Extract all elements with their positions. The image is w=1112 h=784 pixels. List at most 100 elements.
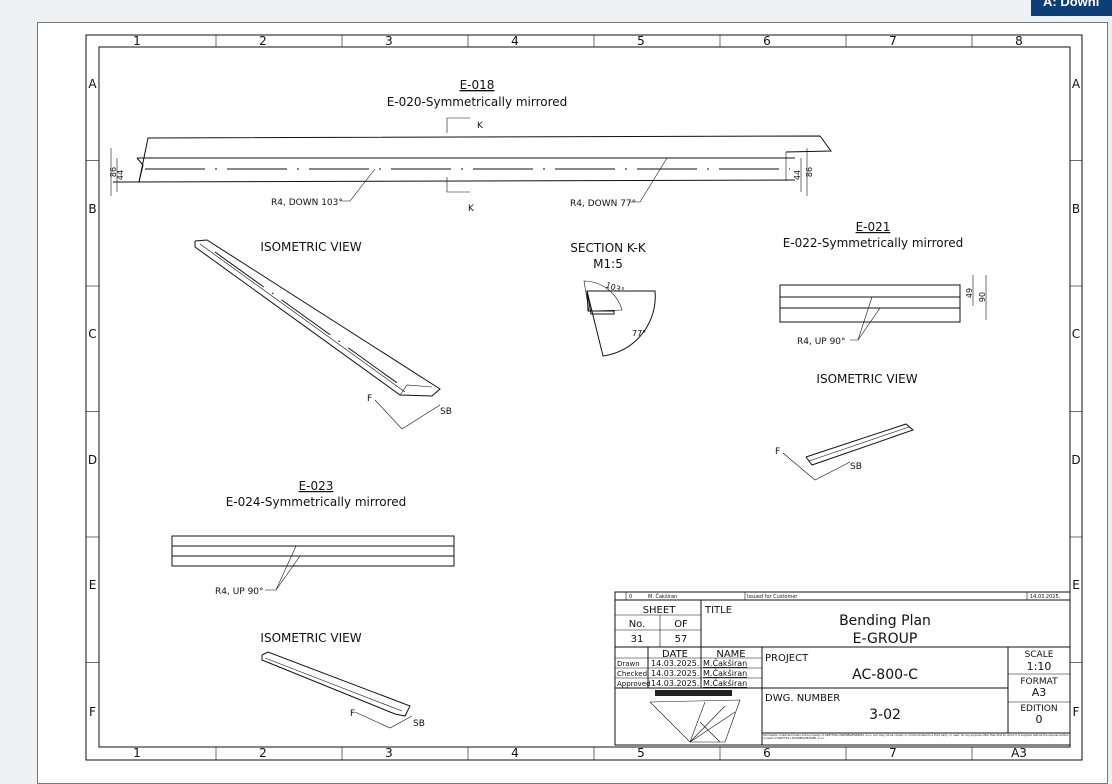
- company-logo: [649, 690, 741, 743]
- drawing-line: [630, 157, 668, 203]
- section-mark-top: K: [477, 121, 484, 131]
- zone-column-label: 4: [511, 34, 519, 48]
- drawing-title: Bending Plan: [839, 613, 931, 629]
- drawing-label: PROJECT: [765, 653, 809, 664]
- view-subtitle: E-024-Symmetrically mirrored: [226, 495, 407, 509]
- drawing-label: SCALE: [1025, 650, 1054, 660]
- zone-column-label: 6: [763, 746, 771, 760]
- view-subtitle: E-020-Symmetrically mirrored: [387, 95, 568, 109]
- drawing-line: [374, 399, 441, 430]
- zone-row-label: B: [1072, 202, 1080, 216]
- drawing-line: [689, 711, 736, 743]
- drawing-label: No.: [629, 619, 646, 630]
- drawing-line: [399, 384, 433, 396]
- drawing-line: [261, 651, 411, 717]
- title-block: 0 M. Čakširan Issued for Customer 14.03.…: [614, 591, 1071, 746]
- drawing-label: 0: [629, 594, 632, 600]
- isometric-view-2: ISOMETRIC VIEW F SB: [775, 372, 918, 481]
- drawing-label: 103°: [604, 280, 625, 295]
- drawing-line: [214, 251, 401, 386]
- drawing-line: [340, 168, 376, 202]
- drawing-line: [782, 452, 851, 481]
- signoff-role: Approved: [617, 680, 651, 688]
- signoff-name: M.Čakširan: [703, 667, 747, 678]
- sheet-total: 57: [675, 634, 688, 645]
- zone-column-label: 7: [889, 34, 897, 48]
- download-button[interactable]: A: Downl: [1031, 0, 1112, 16]
- drawing-line: [586, 290, 615, 315]
- drawing-label: 49: [965, 288, 974, 298]
- drawing-line: [805, 423, 914, 466]
- view-title: E-023: [299, 479, 334, 493]
- zone-row-label: C: [88, 327, 96, 341]
- project-number: AC-800-C: [852, 667, 918, 683]
- zone-column-label: 5: [637, 746, 645, 760]
- drawing-line: [275, 555, 301, 591]
- view-title: ISOMETRIC VIEW: [260, 240, 361, 254]
- drawing-frame: [85, 34, 1083, 761]
- sheet-number: 31: [631, 634, 644, 645]
- drawing-line: [689, 705, 726, 743]
- drawing-line: [779, 284, 961, 323]
- drawing-line: [583, 280, 623, 312]
- zone-column-label: 1: [133, 34, 141, 48]
- drawing-subtitle: E-GROUP: [853, 631, 918, 647]
- drawing-line: [857, 307, 881, 341]
- drawing-line: [199, 243, 406, 393]
- drawing-line: [138, 135, 832, 183]
- bend-note: R4, DOWN 77°: [570, 199, 636, 209]
- drawing-label: 90: [978, 292, 987, 302]
- zone-row-label: C: [1072, 327, 1080, 341]
- signoff-name: M.Čakširan: [703, 657, 747, 668]
- drawing-line: [85, 34, 1083, 761]
- zone-row-label: E: [89, 578, 97, 592]
- bend-note: R4, UP 90°: [797, 337, 846, 347]
- signoff-date: 14.03.2025.: [651, 679, 699, 688]
- scale-value: 1:10: [1027, 660, 1052, 673]
- view-title: ISOMETRIC VIEW: [816, 372, 917, 386]
- view-e021: E-021 E-022-Symmetrically mirrored 49 90…: [779, 220, 987, 347]
- isometric-view-3: ISOMETRIC VIEW F SB: [260, 631, 424, 729]
- drawing-line: [171, 535, 455, 567]
- drawing-line: [655, 690, 732, 696]
- confidentiality-notice: Information contained herein is the prop…: [763, 734, 1069, 741]
- drawing-line: [808, 426, 910, 462]
- section-mark-bottom: K: [468, 204, 475, 214]
- zone-row-label: D: [1071, 453, 1080, 467]
- zone-column-label: 6: [763, 34, 771, 48]
- drawing-label: Issued for Customer: [747, 594, 798, 600]
- signoff-role: Checked: [617, 670, 647, 678]
- view-title: SECTION K-K: [570, 241, 647, 255]
- zone-column-label: 4: [511, 746, 519, 760]
- signoff-role: Drawn: [617, 660, 640, 668]
- view-e023: E-023 E-024-Symmetrically mirrored R4, U…: [171, 479, 455, 597]
- drawing-line: [586, 290, 656, 357]
- drawing-line: [98, 46, 1071, 748]
- drawing-line: [264, 657, 403, 712]
- drawing-label: F: [367, 394, 372, 404]
- drawing-label: F: [775, 447, 780, 457]
- drawing-line: [136, 157, 144, 183]
- zone-row-label: A: [1072, 77, 1081, 91]
- zone-column-label: 3: [385, 746, 393, 760]
- drawing-label: SB: [850, 462, 862, 472]
- drawing-line: [689, 701, 706, 743]
- zone-column-label: 2: [259, 34, 267, 48]
- view-title: E-018: [460, 78, 495, 92]
- view-title: E-021: [856, 220, 891, 234]
- drawing-line: [194, 239, 441, 397]
- drawing-line: [446, 177, 470, 193]
- drawing-number: 3-02: [869, 707, 901, 723]
- signoff-date: 14.03.2025.: [651, 669, 699, 678]
- drawing-label: SHEET: [643, 605, 677, 616]
- drawing-label: 44: [116, 170, 125, 180]
- signoff-name: M.Čakširan: [703, 677, 747, 688]
- view-e018: E-018 E-020-Symmetrically mirrored K K 8…: [109, 78, 832, 214]
- drawing-label: SB: [440, 407, 452, 417]
- drawing-line: [446, 117, 470, 133]
- drawing-label: 14.03.2025.: [1030, 594, 1061, 600]
- drawing-line: [699, 721, 721, 743]
- drawing-line: Information contained herein is the prop…: [763, 734, 1069, 741]
